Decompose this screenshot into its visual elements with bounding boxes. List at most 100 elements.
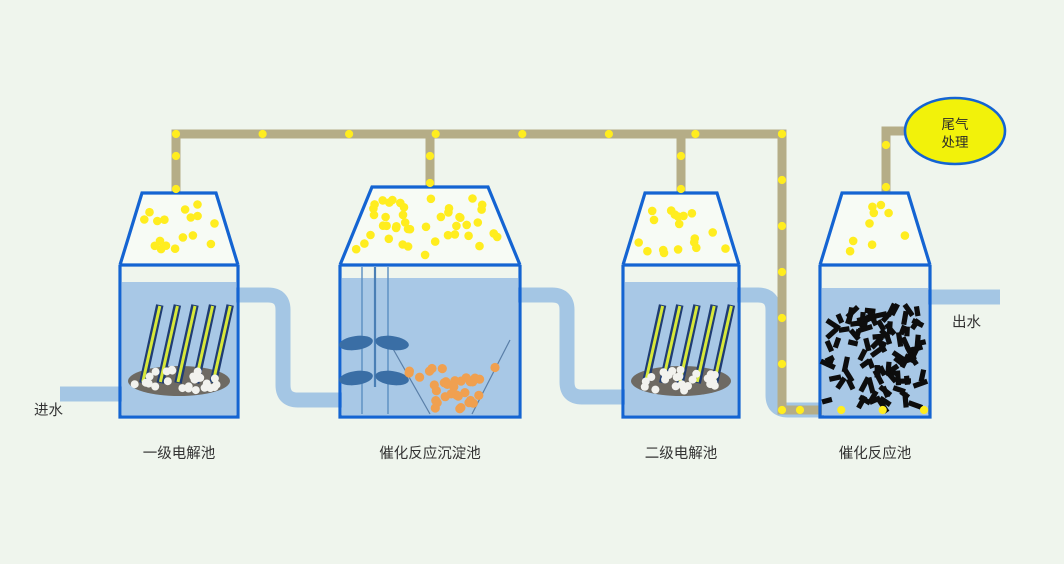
transfer-pipe-2 [514, 287, 627, 405]
catalyst-pellet [886, 302, 897, 318]
catalyst-pellet [856, 394, 868, 410]
gas-bubble [691, 129, 700, 139]
mixer-impeller-2 [339, 370, 409, 386]
gravel-stone [671, 382, 680, 391]
hood-bubble [679, 211, 688, 221]
gravel-stone [151, 367, 160, 376]
hood-bubble [420, 250, 430, 260]
hood-bubble [876, 200, 886, 210]
tank-body-outline [818, 265, 932, 419]
sludge-particle [474, 390, 484, 400]
catalyst-pellet [847, 339, 859, 347]
tank-body-outline [118, 265, 240, 419]
catalyst-pellet [894, 370, 902, 386]
hood-bubble [140, 215, 149, 224]
gas-bubble [518, 129, 527, 139]
catalyst-pellet [878, 395, 892, 407]
hood-bubble [378, 196, 388, 205]
hood-bubble [464, 231, 473, 241]
gas-bubble [171, 151, 181, 161]
gravel-stone [200, 383, 209, 392]
hood-bubble [647, 206, 657, 216]
hood-bubble [382, 221, 391, 231]
hood-bubble [436, 212, 446, 222]
catalyst-pellet [841, 356, 850, 373]
catalyst-pellet [825, 326, 839, 340]
sludge-particle [415, 372, 425, 382]
sludge-particle [437, 364, 447, 374]
influent-label: 进水 [34, 402, 63, 419]
hood-bubble-group [140, 200, 219, 254]
hood-bubble [145, 207, 154, 217]
sludge-particle [455, 404, 465, 414]
gravel-stone [184, 382, 193, 391]
transfer-pipe-1 [232, 287, 344, 408]
hood-bubble [421, 222, 431, 232]
catalyst-pellet [901, 310, 909, 326]
gas-bubble [777, 221, 787, 231]
hood-bubble [867, 240, 877, 249]
gravel-stone-group [640, 366, 719, 395]
hood-bubble [865, 219, 874, 228]
gravel-stone [677, 380, 686, 389]
catalyst-pellet [857, 348, 868, 362]
gas-bubble [777, 267, 787, 277]
hood-bubble [489, 229, 499, 238]
gas-bubble [431, 129, 440, 139]
hood-bubble [388, 195, 397, 205]
catalyst-pellet [863, 337, 872, 352]
catalyst-pellet [846, 306, 855, 323]
hood-bubble [405, 224, 415, 234]
gas-bubble [604, 129, 614, 139]
sludge-particle [441, 377, 451, 387]
catalyst-pellet [911, 317, 925, 329]
sludge-particle [490, 362, 500, 373]
hood-bubble [670, 210, 680, 219]
catalyst-pellet [902, 303, 915, 318]
hood-bubble [360, 239, 369, 248]
catalyst-pellet [838, 326, 850, 333]
catalyst-pellet [856, 320, 868, 327]
hood-bubble [689, 238, 699, 247]
gas-bubble [777, 405, 787, 415]
gas-bubble [777, 313, 787, 323]
catalyst-pellet [835, 313, 845, 324]
hood-bubble [452, 221, 461, 231]
hood-bubble [210, 219, 219, 228]
hood-bubble [400, 218, 410, 227]
catalyst-pellet [819, 358, 836, 371]
gas-bubble [837, 405, 846, 415]
catalyst-pellet [872, 333, 885, 340]
catalyst-pellet [869, 345, 885, 358]
exhaust-label-line2: 处理 [942, 135, 970, 151]
hood-bubble-group [634, 206, 730, 258]
gravel-stone [676, 366, 685, 374]
hood-bubble [900, 231, 910, 240]
catalyst-pellet [915, 339, 927, 347]
impeller-blade [375, 335, 409, 351]
catalyst-pellet [858, 376, 871, 393]
sludge-particle [431, 386, 441, 396]
catalyst-pellet [825, 318, 841, 331]
tank-label-secondary-electrolysis: 二级电解池 [645, 445, 718, 462]
hood-bubble [399, 203, 409, 212]
hood-bubble [161, 241, 171, 250]
tank-catalytic-sedimentation [338, 185, 522, 419]
tank-secondary-electrolysis [621, 191, 741, 419]
tank-catalytic-reaction [818, 191, 932, 419]
hood-bubble [674, 219, 684, 229]
catalyst-pellet [835, 376, 847, 390]
hood-bubble [845, 246, 855, 256]
catalyst-pellet [879, 328, 891, 340]
hood-bubble [369, 210, 379, 220]
hood-bubble [186, 213, 196, 222]
sludge-particle [464, 398, 474, 408]
tank-body-outline [621, 265, 741, 419]
gravel-stone [692, 369, 701, 378]
gravel-stone [130, 380, 139, 389]
hood-bubble [430, 237, 440, 246]
gravel-stone [162, 367, 171, 376]
impeller-blade [375, 370, 409, 386]
tank-group [118, 185, 932, 419]
